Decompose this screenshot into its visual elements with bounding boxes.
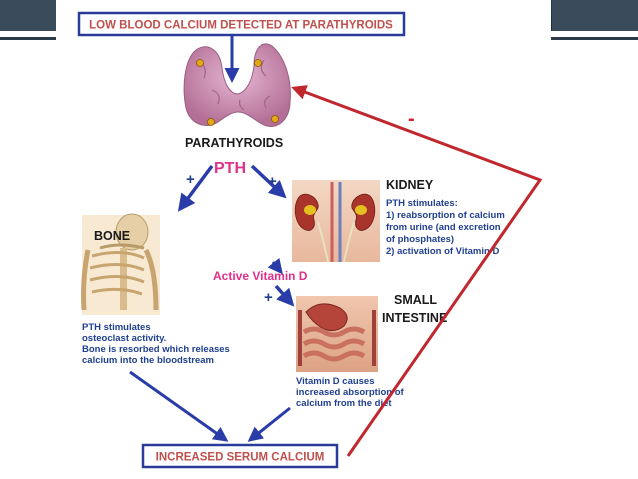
bone-description: PTH stimulates osteoclast activity. Bone… xyxy=(82,322,232,366)
arrow-bone-to-serum xyxy=(129,370,229,442)
plus-intestine: + xyxy=(264,289,273,306)
intestine-image xyxy=(296,296,378,372)
pth-label: PTH xyxy=(214,160,246,177)
skeleton-image xyxy=(81,213,160,315)
gland-nodule xyxy=(207,118,215,126)
adrenal-spot xyxy=(304,205,316,215)
gland-nodule xyxy=(271,115,279,123)
arrow-pth-to-bone xyxy=(177,164,214,212)
parathyroids-label: PARATHYROIDS xyxy=(185,136,283,150)
intestine-description: Vitamin D causes increased absorption of… xyxy=(296,376,406,409)
arrow-intestine-to-serum xyxy=(247,406,291,442)
top-box: LOW BLOOD CALCIUM DETECTED AT PARATHYROI… xyxy=(77,11,406,37)
bottom-box: INCREASED SERUM CALCIUM xyxy=(141,443,339,469)
plus-bone: + xyxy=(186,171,195,188)
minus-sign: - xyxy=(408,108,415,130)
active-vitamin-d-label: Active Vitamin D xyxy=(213,269,308,283)
intestine-label: SMALL INTESTINE xyxy=(382,293,447,325)
bone-label: BONE xyxy=(94,229,130,243)
header-corner-right xyxy=(552,0,638,31)
adrenal-spot xyxy=(355,205,367,215)
parathyroid-gland-image xyxy=(183,43,291,127)
kidney-label: KIDNEY xyxy=(386,178,434,192)
plus-kidney: + xyxy=(268,173,277,190)
bottom-box-text: INCREASED SERUM CALCIUM xyxy=(156,452,325,464)
gland-nodule xyxy=(196,59,204,67)
header-corner-left xyxy=(0,0,56,31)
arrow-kidney-to-vitamin-d xyxy=(267,257,283,275)
kidney-image xyxy=(292,180,380,263)
gland-nodule xyxy=(254,59,262,67)
top-box-text: LOW BLOOD CALCIUM DETECTED AT PARATHYROI… xyxy=(89,20,393,32)
negative-feedback-arrow xyxy=(291,85,543,457)
kidney-description: PTH stimulates: 1) reabsorption of calci… xyxy=(386,198,507,257)
arrow-pth-to-kidney xyxy=(250,164,287,199)
arrow-vitamin-d-to-intestine xyxy=(274,284,295,307)
